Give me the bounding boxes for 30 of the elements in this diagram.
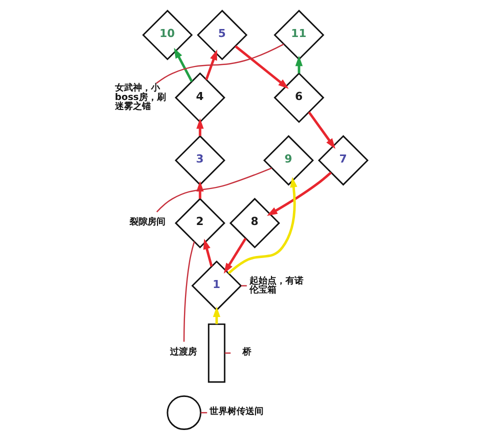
node-diamond: 3 <box>174 135 225 186</box>
node-text: 桥 <box>242 346 251 358</box>
node-diamond: 4 <box>174 72 225 123</box>
node-diamond: 11 <box>273 10 324 60</box>
node-circle <box>166 395 201 430</box>
connector <box>240 285 246 286</box>
connector <box>200 412 207 414</box>
arrow <box>173 48 192 82</box>
node-text: 世界树传送间 <box>209 406 264 418</box>
node-box <box>207 323 225 383</box>
arrow <box>223 238 246 274</box>
node-diamond: 9 <box>262 135 314 186</box>
arrow <box>234 45 288 89</box>
node-diamond: 6 <box>273 72 324 123</box>
node-text: 裂隙房间 <box>129 216 166 228</box>
arrow <box>308 111 335 149</box>
arrow <box>227 176 297 274</box>
node-text: 起始点，有诺伦宝箱 <box>249 275 304 296</box>
connector <box>182 241 194 342</box>
node-diamond: 8 <box>228 198 280 248</box>
node-diamond: 7 <box>317 135 368 186</box>
node-diamond: 1 <box>190 260 242 312</box>
arrow <box>204 50 217 80</box>
node-text: 过渡房 <box>169 346 196 358</box>
node-diamond: 2 <box>174 198 225 248</box>
connector <box>156 44 284 84</box>
arrow <box>266 172 332 216</box>
node-text: 女武神，小boss房，刷迷雾之锚 <box>114 82 166 112</box>
connector <box>156 167 272 212</box>
arrow <box>202 238 212 267</box>
